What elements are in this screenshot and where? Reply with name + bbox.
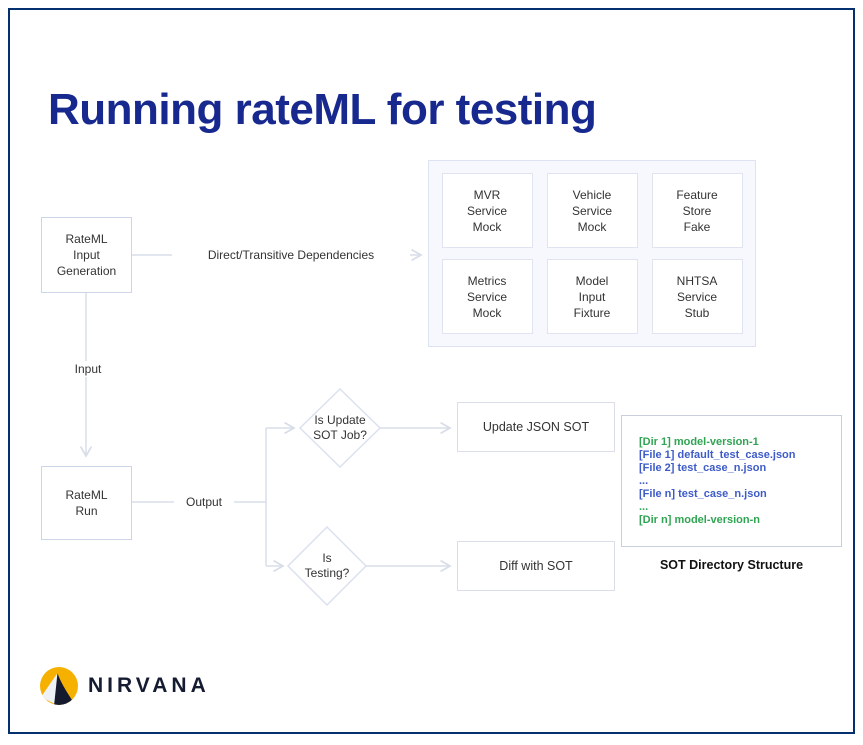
sot-dir-line: [Dir n] model-version-n	[639, 514, 761, 526]
dependency-feature-store-fake: Feature Store Fake	[651, 173, 743, 248]
edge-label-input: Input	[63, 361, 113, 377]
node-rateml-input-generation: RateML Input Generation	[41, 217, 132, 293]
dependency-nhtsa-service-stub: NHTSA Service Stub	[651, 259, 743, 334]
sot-dir-line: ...	[639, 475, 649, 487]
sot-dir-line: ...	[639, 501, 649, 513]
sot-dir-line: [File 2] test_case_n.json	[639, 462, 767, 474]
node-rateml-run: RateML Run	[41, 466, 132, 540]
sot-dir-line: [Dir 1] model-version-1	[639, 436, 759, 448]
dependencies-group: MVR Service Mock Vehicle Service Mock Fe…	[428, 160, 756, 347]
sot-dir-line: [File n] test_case_n.json	[639, 488, 767, 500]
node-update-json-sot: Update JSON SOT	[457, 402, 615, 452]
nirvana-mountain-icon	[40, 667, 78, 705]
nirvana-wordmark: NIRVANA	[88, 674, 210, 697]
edge-label-dependencies: Direct/Transitive Dependencies	[172, 247, 410, 263]
dependency-vehicle-service-mock: Vehicle Service Mock	[546, 173, 638, 248]
decision-label-update-sot: Is Update SOT Job?	[313, 413, 367, 442]
page-title: Running rateML for testing	[48, 85, 597, 135]
dependency-metrics-service-mock: Metrics Service Mock	[441, 259, 533, 334]
node-diff-with-sot: Diff with SOT	[457, 541, 615, 591]
dependency-model-input-fixture: Model Input Fixture	[546, 259, 638, 334]
sot-dir-line: [File 1] default_test_case.json	[639, 449, 796, 461]
sot-directory-box: [Dir 1] model-version-1 [File 1] default…	[621, 415, 842, 547]
nirvana-logo: NIRVANA	[40, 666, 240, 706]
sot-directory-caption: SOT Directory Structure	[659, 558, 804, 572]
decision-label-testing: Is Testing?	[304, 551, 350, 580]
dependency-mvr-service-mock: MVR Service Mock	[441, 173, 533, 248]
edge-label-output: Output	[174, 494, 234, 510]
